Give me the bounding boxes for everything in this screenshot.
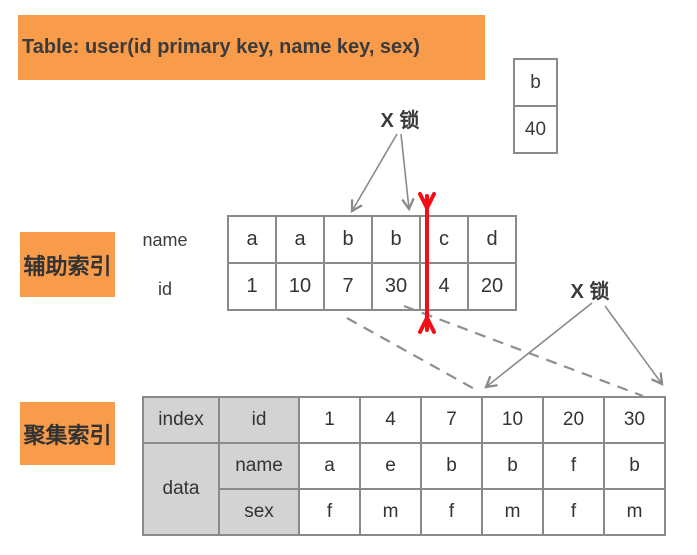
cluster-cell: m [359, 488, 422, 536]
table-row: a a b b c d [227, 215, 517, 264]
auxiliary-index-table: a a b b c d 1 10 7 30 4 20 [227, 215, 517, 311]
cluster-cell-locked: b [420, 442, 483, 490]
aux-cell-locked: b [323, 215, 373, 264]
clustered-index-table: index id 1 4 7 10 20 30 data name a e b … [142, 396, 666, 536]
lock-arrow-top-left [350, 133, 398, 214]
clustered-index-label: 聚集索引 [20, 402, 115, 465]
cluster-cell: m [481, 488, 544, 536]
aux-cell: 10 [275, 262, 325, 311]
table-row: data name a e b b f b [142, 442, 666, 536]
cluster-cell-locked: m [603, 488, 666, 536]
aux-cell-locked: b [371, 215, 421, 264]
cluster-cell-locked: f [420, 488, 483, 536]
aux-cell: c [419, 215, 469, 264]
dashed-link-30 [403, 304, 644, 398]
cluster-header-index: index [142, 396, 220, 444]
index-entry-key: b [530, 72, 541, 93]
cluster-header-data: data [142, 442, 220, 536]
cluster-header-name: name [218, 442, 300, 490]
cluster-cell: 1 [298, 396, 361, 444]
cluster-cell: f [298, 488, 361, 536]
cluster-cell: 4 [359, 396, 422, 444]
cluster-cell: a [298, 442, 361, 490]
index-entry-value: 40 [515, 105, 556, 152]
dashed-link-7 [346, 317, 479, 392]
cluster-header-sex: sex [218, 488, 300, 536]
cluster-cell: f [542, 488, 605, 536]
aux-cell-locked: 30 [371, 262, 421, 311]
cluster-cell-locked: 30 [603, 396, 666, 444]
lock-arrow-right-left [484, 302, 593, 389]
x-lock-label-top: X 锁 [380, 110, 420, 132]
aux-cell: 20 [467, 262, 517, 311]
aux-cell: a [275, 215, 325, 264]
table-row: index id 1 4 7 10 20 30 [142, 396, 666, 444]
table-row: sex f m f m f m [143, 488, 666, 536]
table-definition-banner: Table: user(id primary key, name key, se… [18, 15, 485, 80]
aux-cell: 4 [419, 262, 469, 311]
aux-row-labels: name id [132, 216, 198, 314]
cluster-cell-locked: 7 [420, 396, 483, 444]
table-row: 1 10 7 30 4 20 [227, 262, 517, 311]
cluster-cell: b [481, 442, 544, 490]
auxiliary-index-label: 辅助索引 [20, 232, 115, 297]
cluster-cell-locked: b [603, 442, 666, 490]
aux-row-label-name: name [142, 230, 188, 250]
aux-cell: 1 [227, 262, 277, 311]
cluster-cell: 20 [542, 396, 605, 444]
aux-row-label-id: id [157, 279, 172, 299]
lock-arrow-right-right [604, 305, 664, 386]
aux-cell-locked: 7 [323, 262, 373, 311]
aux-cell: a [227, 215, 277, 264]
aux-cell: d [467, 215, 517, 264]
index-entry-box: b 40 [513, 58, 558, 154]
cluster-cell: 10 [481, 396, 544, 444]
cluster-cell: f [542, 442, 605, 490]
lock-arrow-top-right [400, 133, 415, 212]
cluster-cell: e [359, 442, 422, 490]
cluster-header-id: id [218, 396, 300, 444]
x-lock-label-right: X 锁 [570, 281, 610, 303]
